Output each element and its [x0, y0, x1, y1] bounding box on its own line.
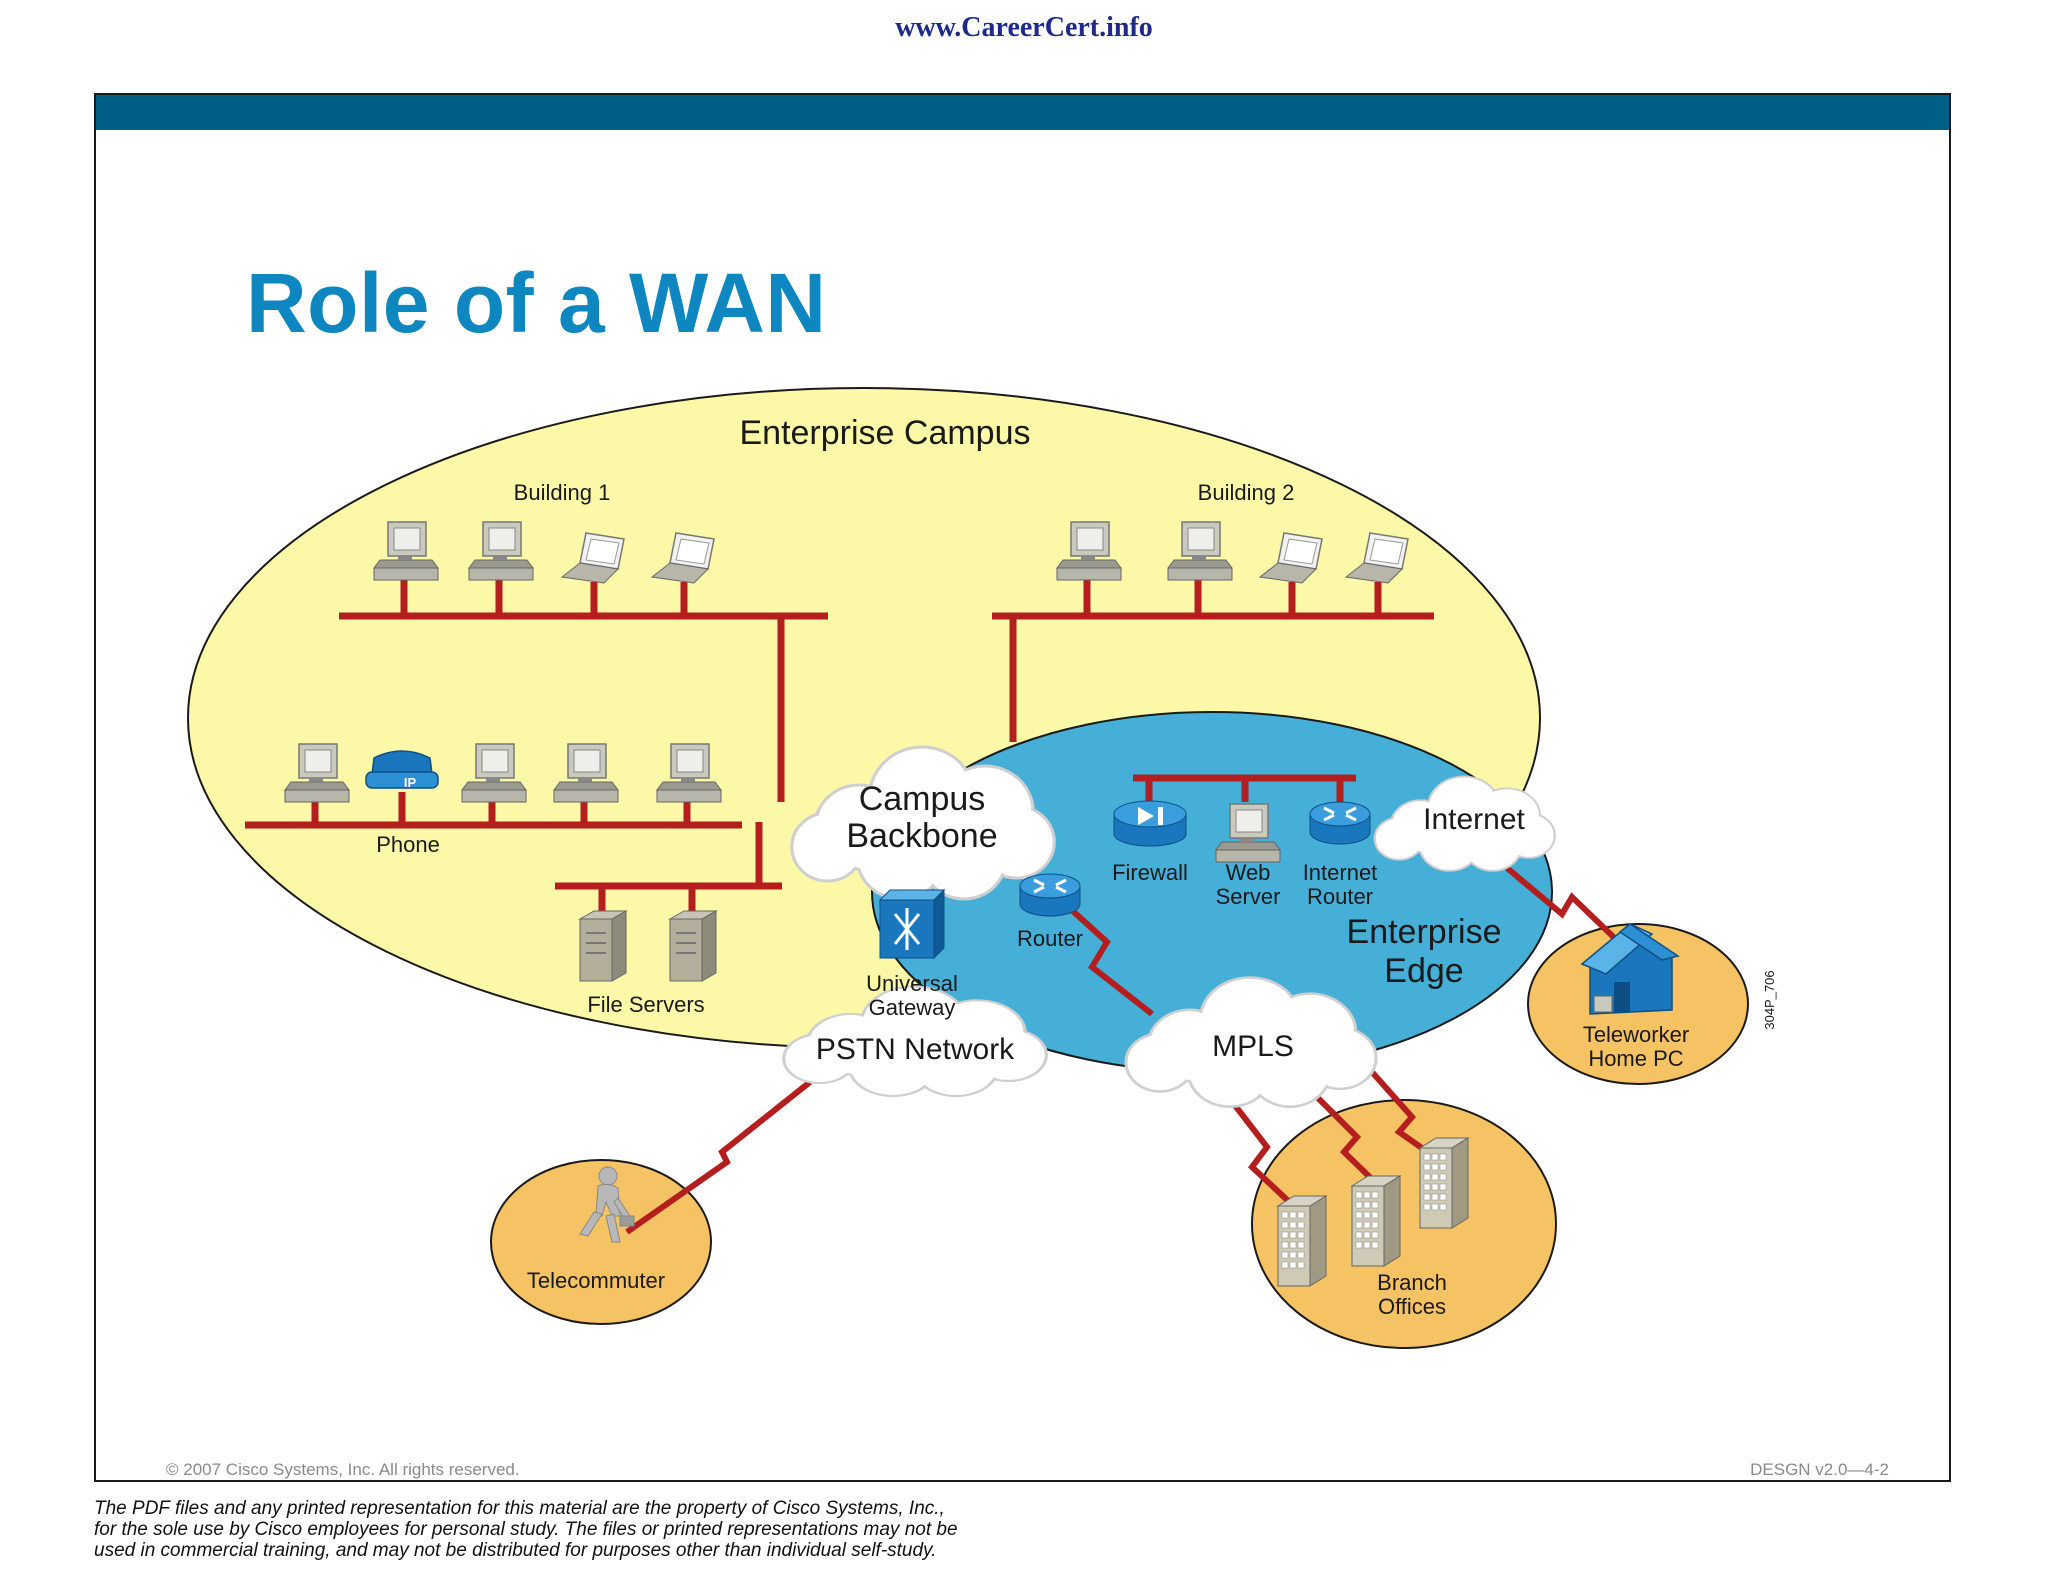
- web-server-label-2: Server: [1216, 884, 1281, 909]
- router-label: Router: [1017, 926, 1083, 951]
- branch-offices-label-1: Branch: [1377, 1270, 1447, 1295]
- universal-gateway-label-2: Gateway: [869, 995, 956, 1020]
- enterprise-edge-label-2: Edge: [1384, 952, 1463, 990]
- teleworker-house-icon: [1580, 923, 1680, 1015]
- file-server-1: [579, 910, 627, 982]
- slide: Role of a WAN: [94, 93, 1951, 1482]
- enterprise-edge-label-1: Enterprise: [1347, 913, 1502, 951]
- mpls-label: MPLS: [1212, 1030, 1294, 1063]
- branch-offices-label-2: Offices: [1378, 1294, 1446, 1319]
- disclaimer-line-3: used in commercial training, and may not…: [94, 1540, 937, 1561]
- ip-phone-icon: IP: [365, 750, 439, 790]
- branch-offices-area: [1251, 1099, 1557, 1349]
- web-server-label-1: Web: [1226, 860, 1271, 885]
- slide-title: Role of a WAN: [246, 256, 827, 350]
- campus-lan-links: [245, 580, 1434, 912]
- building2-label: Building 2: [1198, 480, 1295, 505]
- universal-gateway-icon: [878, 888, 946, 960]
- campus-backbone-label-1: Campus: [859, 780, 986, 818]
- slide-code: DESGN v2.0—4-2: [1750, 1460, 1889, 1479]
- disclaimer-line-2: for the sole use by Cisco employees for …: [94, 1519, 958, 1540]
- telecommuter-area: [490, 1159, 712, 1325]
- firewall-label: Firewall: [1112, 860, 1188, 885]
- internet-router-label-1: Internet: [1303, 860, 1378, 885]
- branch-building-2: [1351, 1175, 1401, 1267]
- router-icon: [1018, 872, 1082, 918]
- figure-code: 304P_706: [1762, 970, 1777, 1029]
- firewall-icon: [1113, 800, 1187, 847]
- site-header[interactable]: www.CareerCert.info: [895, 12, 1153, 43]
- campus-backbone-label-2: Backbone: [846, 817, 997, 855]
- telecommuter-person-icon: [579, 1166, 635, 1243]
- disclaimer-line-1: The PDF files and any printed representa…: [94, 1498, 945, 1519]
- internet-label: Internet: [1423, 803, 1525, 836]
- teleworker-label-2: Home PC: [1588, 1046, 1683, 1071]
- ip-phone-badge: IP: [404, 775, 417, 790]
- internet-router-label-2: Router: [1307, 884, 1373, 909]
- pstn-network-label: PSTN Network: [816, 1033, 1015, 1066]
- file-server-2: [669, 910, 717, 982]
- disclaimer: The PDF files and any printed representa…: [94, 1498, 1194, 1561]
- branch-building-3: [1419, 1137, 1469, 1229]
- teleworker-label-1: Teleworker: [1583, 1022, 1689, 1047]
- wan-serial-links: [625, 865, 1630, 1235]
- telecommuter-label: Telecommuter: [527, 1268, 665, 1293]
- branch-building-1: [1277, 1195, 1327, 1287]
- building1-label: Building 1: [514, 480, 611, 505]
- internet-router-icon: [1308, 800, 1372, 846]
- file-servers-label: File Servers: [587, 992, 704, 1017]
- phone-label: Phone: [376, 832, 440, 857]
- universal-gateway-label-1: Universal: [866, 971, 958, 996]
- copyright-notice: © 2007 Cisco Systems, Inc. All rights re…: [166, 1460, 520, 1479]
- slide-header-bar: [96, 95, 1949, 130]
- wan-diagram: Enterprise Campus Building 1 Building 2: [187, 387, 1777, 1349]
- enterprise-campus-label: Enterprise Campus: [739, 414, 1030, 452]
